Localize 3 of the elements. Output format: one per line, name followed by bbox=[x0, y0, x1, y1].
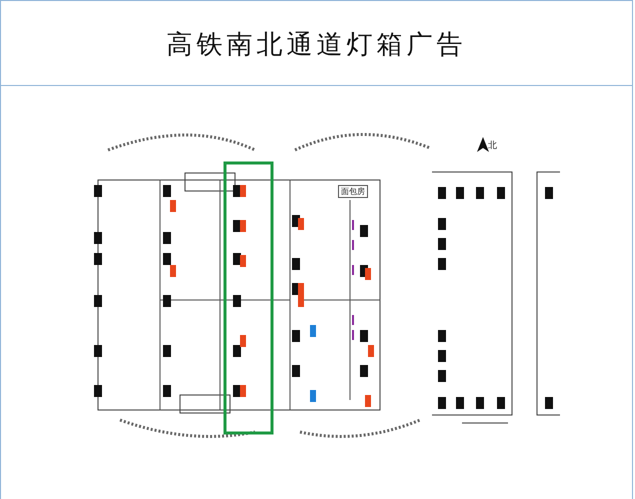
title: 高铁南北通道灯箱广告 bbox=[166, 29, 468, 62]
north-label: 北 bbox=[488, 140, 497, 152]
shop-label: 面包房 bbox=[338, 185, 368, 198]
